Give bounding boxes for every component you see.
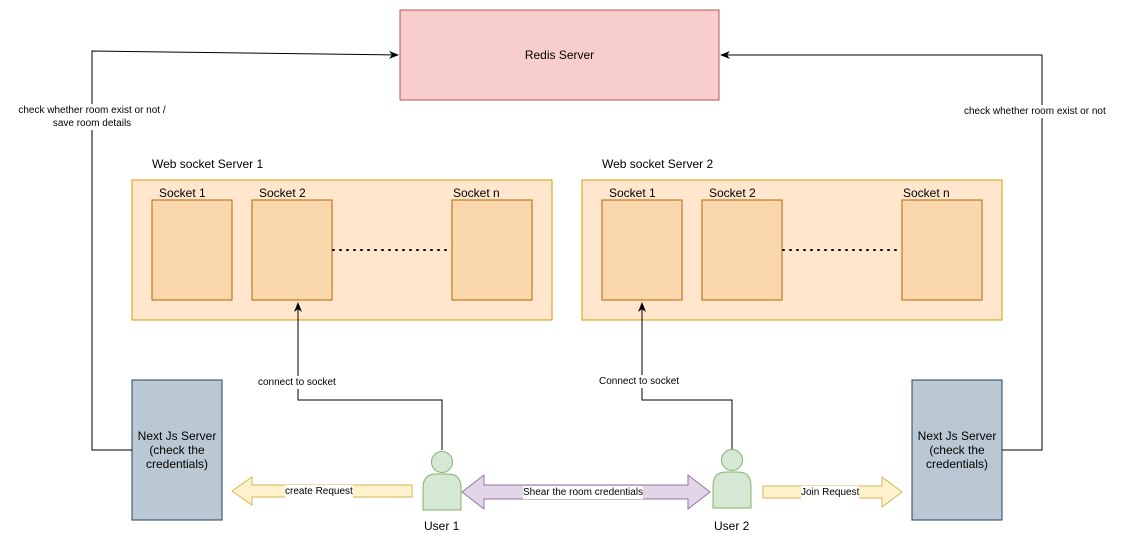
socket-label: Socket 1 <box>609 186 656 200</box>
websocket-server-2-title: Web socket Server 2 <box>602 157 714 171</box>
socket-label: Socket 2 <box>259 186 306 200</box>
socket-label: Socket n <box>903 186 950 200</box>
edge-user1-to-socket <box>294 302 443 450</box>
edge-label-join-request: Join Request <box>801 486 860 499</box>
edge-user2-to-socket <box>638 302 733 450</box>
redis-server-box <box>399 9 720 101</box>
websocket-server-1-title: Web socket Server 1 <box>152 157 264 171</box>
socket-label: Socket 1 <box>159 186 206 200</box>
socket-box <box>701 199 783 301</box>
nextjs-server-right-label: Next Js Server (check the credentials) <box>917 429 997 471</box>
nextjs-server-left-label: Next Js Server (check the credentials) <box>137 429 217 471</box>
edge-label-connect-right: Connect to socket <box>599 375 680 388</box>
socket-box <box>151 199 233 301</box>
socket-box <box>251 199 333 301</box>
socket-label: Socket 2 <box>709 186 756 200</box>
user-1-icon <box>422 451 462 511</box>
socket-label: Socket n <box>453 186 500 200</box>
user-2-label: User 2 <box>714 519 750 533</box>
edge-left-to-redis <box>91 50 399 451</box>
nextjs-server-right-box <box>911 379 1003 521</box>
nextjs-server-left-box <box>131 379 223 521</box>
redis-server-label: Redis Server <box>524 48 595 62</box>
user-1-label: User 1 <box>424 519 460 533</box>
socket-box <box>901 199 983 301</box>
user-2-icon <box>712 449 752 509</box>
edge-label-connect-left: connect to socket <box>258 376 336 389</box>
edge-label-left-redis: check whether room exist or not / save r… <box>4 104 180 130</box>
edge-right-to-redis <box>720 51 1043 451</box>
edge-label-create-request: create Request <box>285 485 353 498</box>
socket-box <box>601 199 683 301</box>
edge-label-share-credentials: Shear the room credentials <box>523 486 644 499</box>
edge-label-right-redis: check whether room exist or not <box>964 105 1106 118</box>
socket-box <box>451 199 533 301</box>
